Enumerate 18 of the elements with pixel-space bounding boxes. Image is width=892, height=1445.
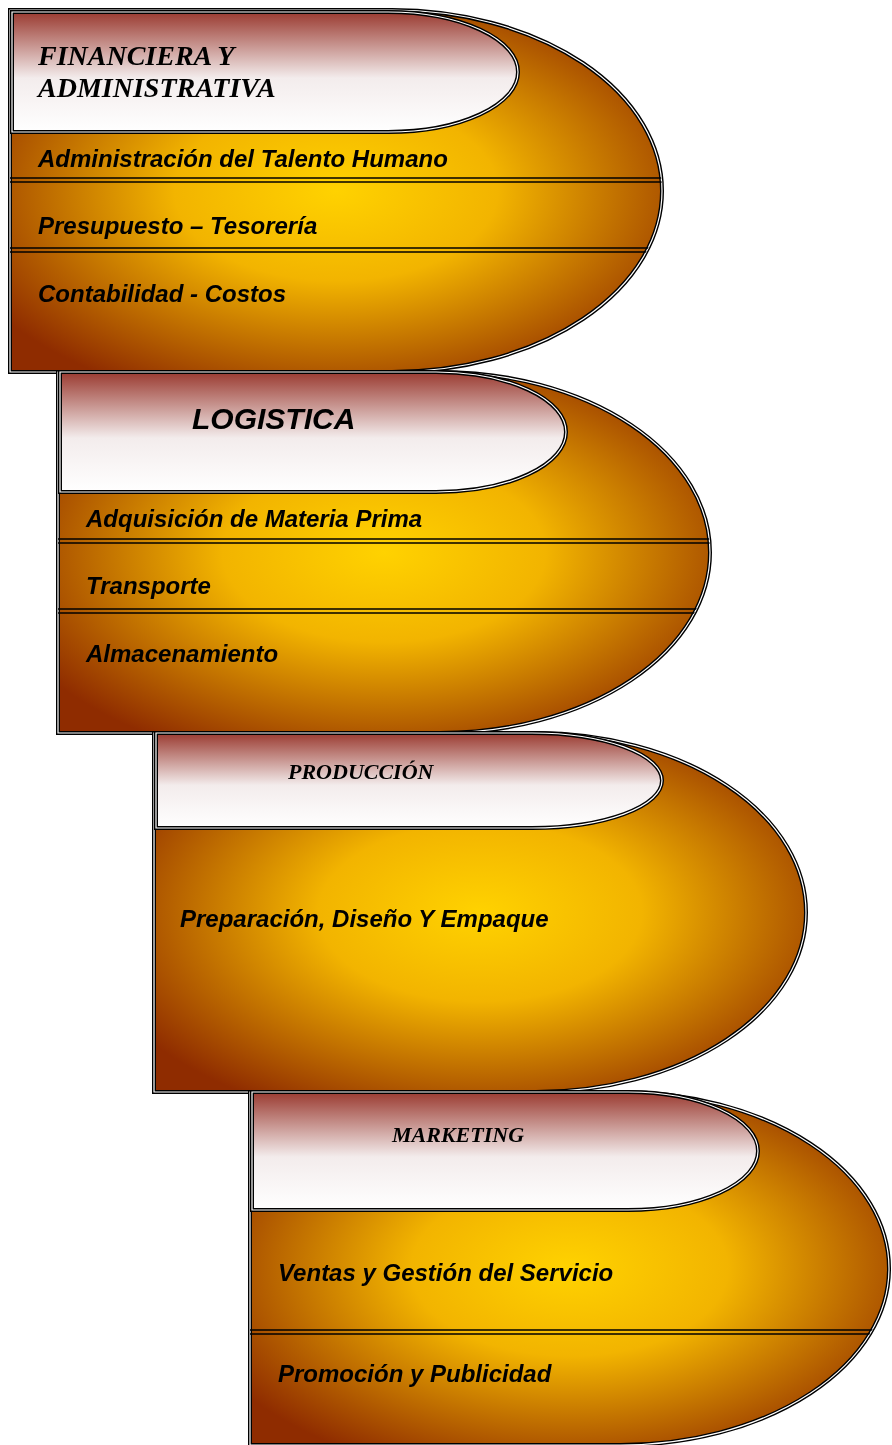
title-tab	[12, 12, 518, 132]
section-title: PRODUCCIÓN	[288, 759, 435, 785]
section-item: Almacenamiento	[86, 639, 279, 669]
section-title: FINANCIERA Y ADMINISTRATIVA	[38, 40, 277, 104]
section-item: Contabilidad - Costos	[38, 279, 286, 309]
title-tab	[252, 1092, 758, 1210]
section-item: Preparación, Diseño Y Empaque	[180, 904, 549, 934]
section-item: Promoción y Publicidad	[278, 1359, 552, 1389]
title-tab	[156, 733, 662, 828]
section-item: Transporte	[86, 571, 211, 601]
section-panel	[250, 1092, 889, 1445]
section-title: MARKETING	[392, 1122, 526, 1148]
section-item: Administración del Talento Humano	[38, 144, 448, 174]
section-item: Ventas y Gestión del Servicio	[278, 1258, 614, 1288]
title-tab	[60, 372, 566, 492]
section-item: Adquisición de Materia Prima	[86, 504, 423, 534]
section-title: LOGISTICA	[192, 402, 357, 436]
section-item: Presupuesto – Tesorería	[38, 211, 318, 241]
